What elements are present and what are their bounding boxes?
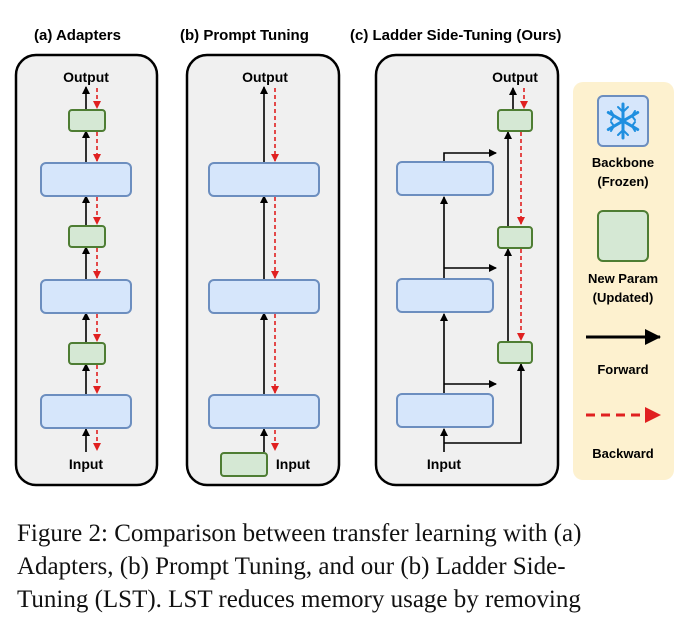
caption-line: Figure 2: Comparison between transfer le… — [17, 520, 582, 547]
panel-adapters: Output Input — [14, 53, 159, 487]
panel-prompt-tuning: Output Input — [185, 53, 341, 487]
side-network-block — [497, 109, 533, 132]
prompt-param-block — [220, 452, 268, 477]
backbone-layer — [396, 278, 494, 313]
caption-line: Adapters, (b) Prompt Tuning, and our (b)… — [17, 553, 566, 580]
backbone-layer — [396, 393, 494, 428]
panel-b-input-label: Input — [276, 456, 311, 472]
backbone-layer — [40, 162, 132, 197]
backbone-layer — [208, 162, 320, 197]
snowflake-icon — [597, 95, 649, 147]
panel-a-output-label: Output — [63, 69, 109, 85]
side-input-arrow — [444, 363, 525, 444]
adapter-block — [68, 342, 106, 365]
panel-a-title: (a) Adapters — [34, 27, 121, 44]
legend-background — [573, 82, 674, 480]
adapter-block — [68, 109, 106, 132]
backbone-layer — [40, 279, 132, 314]
panel-c-input-label: Input — [427, 456, 462, 472]
adapter-block — [68, 225, 106, 248]
backbone-layer — [208, 394, 320, 429]
legend-new-param-label: New Param — [588, 271, 658, 286]
legend-forward-label: Forward — [597, 362, 648, 377]
panel-ladder-side-tuning: Output Input — [374, 53, 560, 487]
legend-backward-label: Backward — [592, 446, 653, 461]
panel-a-input-label: Input — [69, 456, 104, 472]
ladder-connection — [443, 149, 497, 162]
backbone-layer — [40, 394, 132, 429]
backbone-layer — [396, 161, 494, 196]
legend: Backbone (Frozen) New Param (Updated) Fo… — [573, 82, 674, 480]
legend-backbone-sublabel: (Frozen) — [597, 174, 648, 189]
panel-b-output-label: Output — [242, 69, 288, 85]
side-network-block — [497, 341, 533, 364]
figure-caption: Figure 2: Comparison between transfer le… — [17, 517, 682, 616]
side-network-block — [497, 226, 533, 249]
legend-new-param-sublabel: (Updated) — [593, 290, 654, 305]
panel-c-title: (c) Ladder Side-Tuning (Ours) — [350, 27, 561, 44]
panel-c-output-label: Output — [492, 69, 538, 85]
architecture-diagram: (a) Adapters (b) Prompt Tuning (c) Ladde… — [14, 27, 674, 487]
legend-new-param-swatch — [597, 210, 649, 262]
legend-backbone-label: Backbone — [592, 155, 654, 170]
backbone-layer — [208, 279, 320, 314]
panel-b-title: (b) Prompt Tuning — [180, 27, 309, 44]
caption-line: Tuning (LST). LST reduces memory usage b… — [17, 586, 581, 613]
